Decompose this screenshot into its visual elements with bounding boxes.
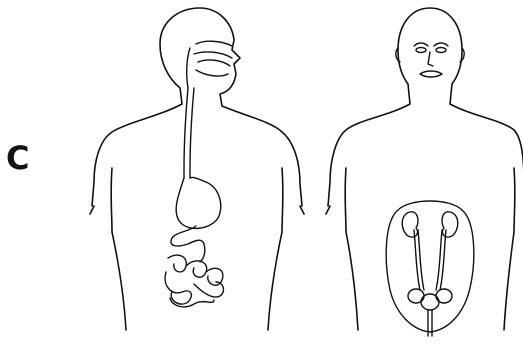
left-figure-digestive (90, 8, 304, 330)
esophagus-icon (184, 88, 194, 178)
left-body-outline (90, 8, 304, 330)
head-side-profile-icon (187, 41, 232, 88)
right-arm-gap-left (345, 168, 346, 232)
kidneys-icon (402, 212, 458, 237)
stomach-icon (171, 177, 221, 246)
intestines-icon (165, 244, 223, 307)
right-body-outline (326, 8, 523, 330)
ureters-icon (414, 230, 446, 290)
left-arm-gap-left (111, 168, 112, 232)
right-arm-gap-right (514, 168, 515, 232)
abdominal-cavity (386, 201, 474, 332)
bladder-icon (408, 289, 452, 336)
left-arm-gap-right (282, 168, 283, 232)
right-figure-urinary (326, 8, 523, 336)
face-front-icon (396, 43, 464, 77)
